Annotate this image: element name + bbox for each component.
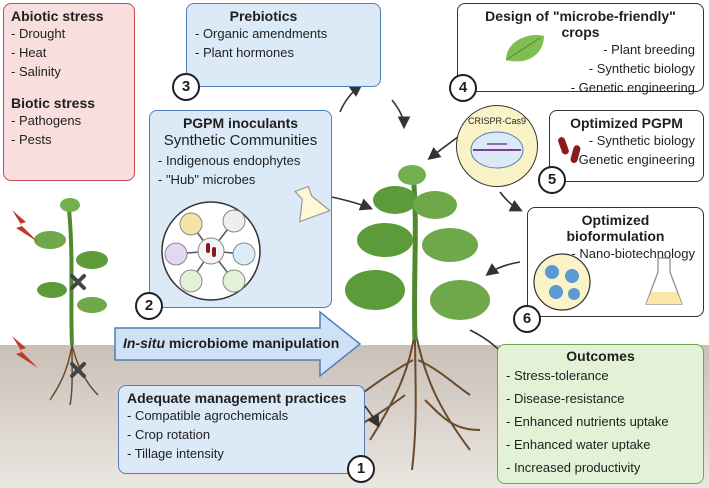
abiotic-item: - Salinity — [11, 64, 61, 79]
management-item: - Tillage intensity — [127, 446, 224, 461]
outcomes-title: Outcomes — [566, 348, 635, 364]
bacteria-icon — [558, 137, 581, 163]
step-number-3: 3 — [172, 73, 200, 101]
optimized-pgpm-box: Optimized PGPM - Synthetic biology - Gen… — [549, 110, 704, 182]
outcomes-item: - Stress-tolerance — [506, 368, 609, 383]
flask-icon — [294, 185, 330, 223]
crispr-label: CRISPR-Cas9 — [467, 116, 526, 126]
bioformulation-box: Optimized bioformulation - Nano-biotechn… — [527, 207, 704, 317]
outcomes-item: - Enhanced water uptake — [506, 437, 651, 452]
insitu-italic: In-situ — [123, 335, 165, 351]
nanoparticle-icon — [533, 253, 591, 311]
arrow-prebiotics-plant — [391, 99, 411, 130]
stress-box: Abiotic stress - Drought - Heat - Salini… — [3, 3, 135, 181]
crispr-circle: CRISPR-Cas9 — [456, 105, 538, 187]
main-plant-icon — [345, 165, 490, 341]
management-item: - Crop rotation — [127, 427, 211, 442]
outcomes-box: Outcomes - Stress-tolerance - Disease-re… — [497, 344, 704, 484]
arrow-bioformulation-plant — [485, 261, 521, 276]
insitu-label: In-situ microbiome manipulation — [123, 335, 339, 351]
arrow-to-bioformulation — [499, 191, 523, 212]
abiotic-item: - Heat — [11, 45, 47, 60]
synthetic-community-icon — [161, 201, 261, 301]
optimized-pgpm-item: - Genetic engineering — [570, 152, 695, 167]
outcomes-item: - Increased productivity — [506, 460, 641, 475]
bioformulation-title: Optimized bioformulation — [566, 212, 665, 244]
prebiotics-title: Prebiotics — [229, 8, 298, 24]
management-title: Adequate management practices — [127, 390, 347, 406]
pgpm-item: - "Hub" microbes — [158, 172, 256, 187]
biotic-item: - Pests — [11, 132, 52, 147]
pgpm-item: - Indigenous endophytes — [158, 153, 301, 168]
main-plant-roots-icon — [349, 329, 481, 471]
design-title: Design of "microbe-friendly" crops — [485, 8, 676, 40]
leaf-icon — [505, 35, 544, 62]
management-item: - Compatible agrochemicals — [127, 408, 289, 423]
design-item: - Genetic engineering — [570, 80, 695, 95]
step-number-6: 6 — [513, 305, 541, 333]
management-box: Adequate management practices - Compatib… — [118, 385, 365, 474]
optimized-pgpm-title: Optimized PGPM — [570, 115, 683, 131]
optimized-pgpm-item: - Synthetic biology — [588, 133, 695, 148]
outcomes-item: - Enhanced nutrients uptake — [506, 414, 669, 429]
flask-icon — [645, 257, 683, 305]
design-item: - Synthetic biology — [588, 61, 695, 76]
biotic-item: - Pathogens — [11, 113, 82, 128]
arrow-pgpm-prebiotics — [339, 84, 363, 113]
step-number-1: 1 — [347, 455, 375, 483]
crispr-cas9-icon — [470, 131, 524, 169]
biotic-stress-title: Biotic stress — [11, 95, 96, 111]
design-box: Design of "microbe-friendly" crops - Pla… — [457, 3, 704, 95]
pgpm-subtitle: Synthetic Communities — [163, 132, 318, 149]
lightning-icon — [12, 336, 38, 368]
step-number-4: 4 — [449, 74, 477, 102]
pgpm-box: PGPM inoculants Synthetic Communities - … — [149, 110, 332, 308]
lightning-icon — [12, 210, 38, 242]
pgpm-title: PGPM inoculants — [182, 115, 299, 131]
step-number-2: 2 — [135, 292, 163, 320]
prebiotics-box: Prebiotics - Organic amendments - Plant … — [186, 3, 381, 87]
cross-icon — [70, 362, 86, 378]
insitu-arrow-icon — [114, 310, 362, 378]
step-number-5: 5 — [538, 166, 566, 194]
prebiotics-item: - Plant hormones — [195, 45, 294, 60]
design-item: - Plant breeding — [603, 42, 695, 57]
abiotic-stress-title: Abiotic stress — [11, 8, 104, 24]
abiotic-item: - Drought — [11, 26, 66, 41]
bioformulation-item: - Nano-biotechnology — [571, 246, 695, 261]
insitu-text: microbiome manipulation — [165, 335, 340, 351]
outcomes-item: - Disease-resistance — [506, 391, 625, 406]
stressed-plant-icon — [34, 198, 108, 406]
prebiotics-item: - Organic amendments — [195, 26, 328, 41]
cross-icon — [70, 274, 86, 290]
